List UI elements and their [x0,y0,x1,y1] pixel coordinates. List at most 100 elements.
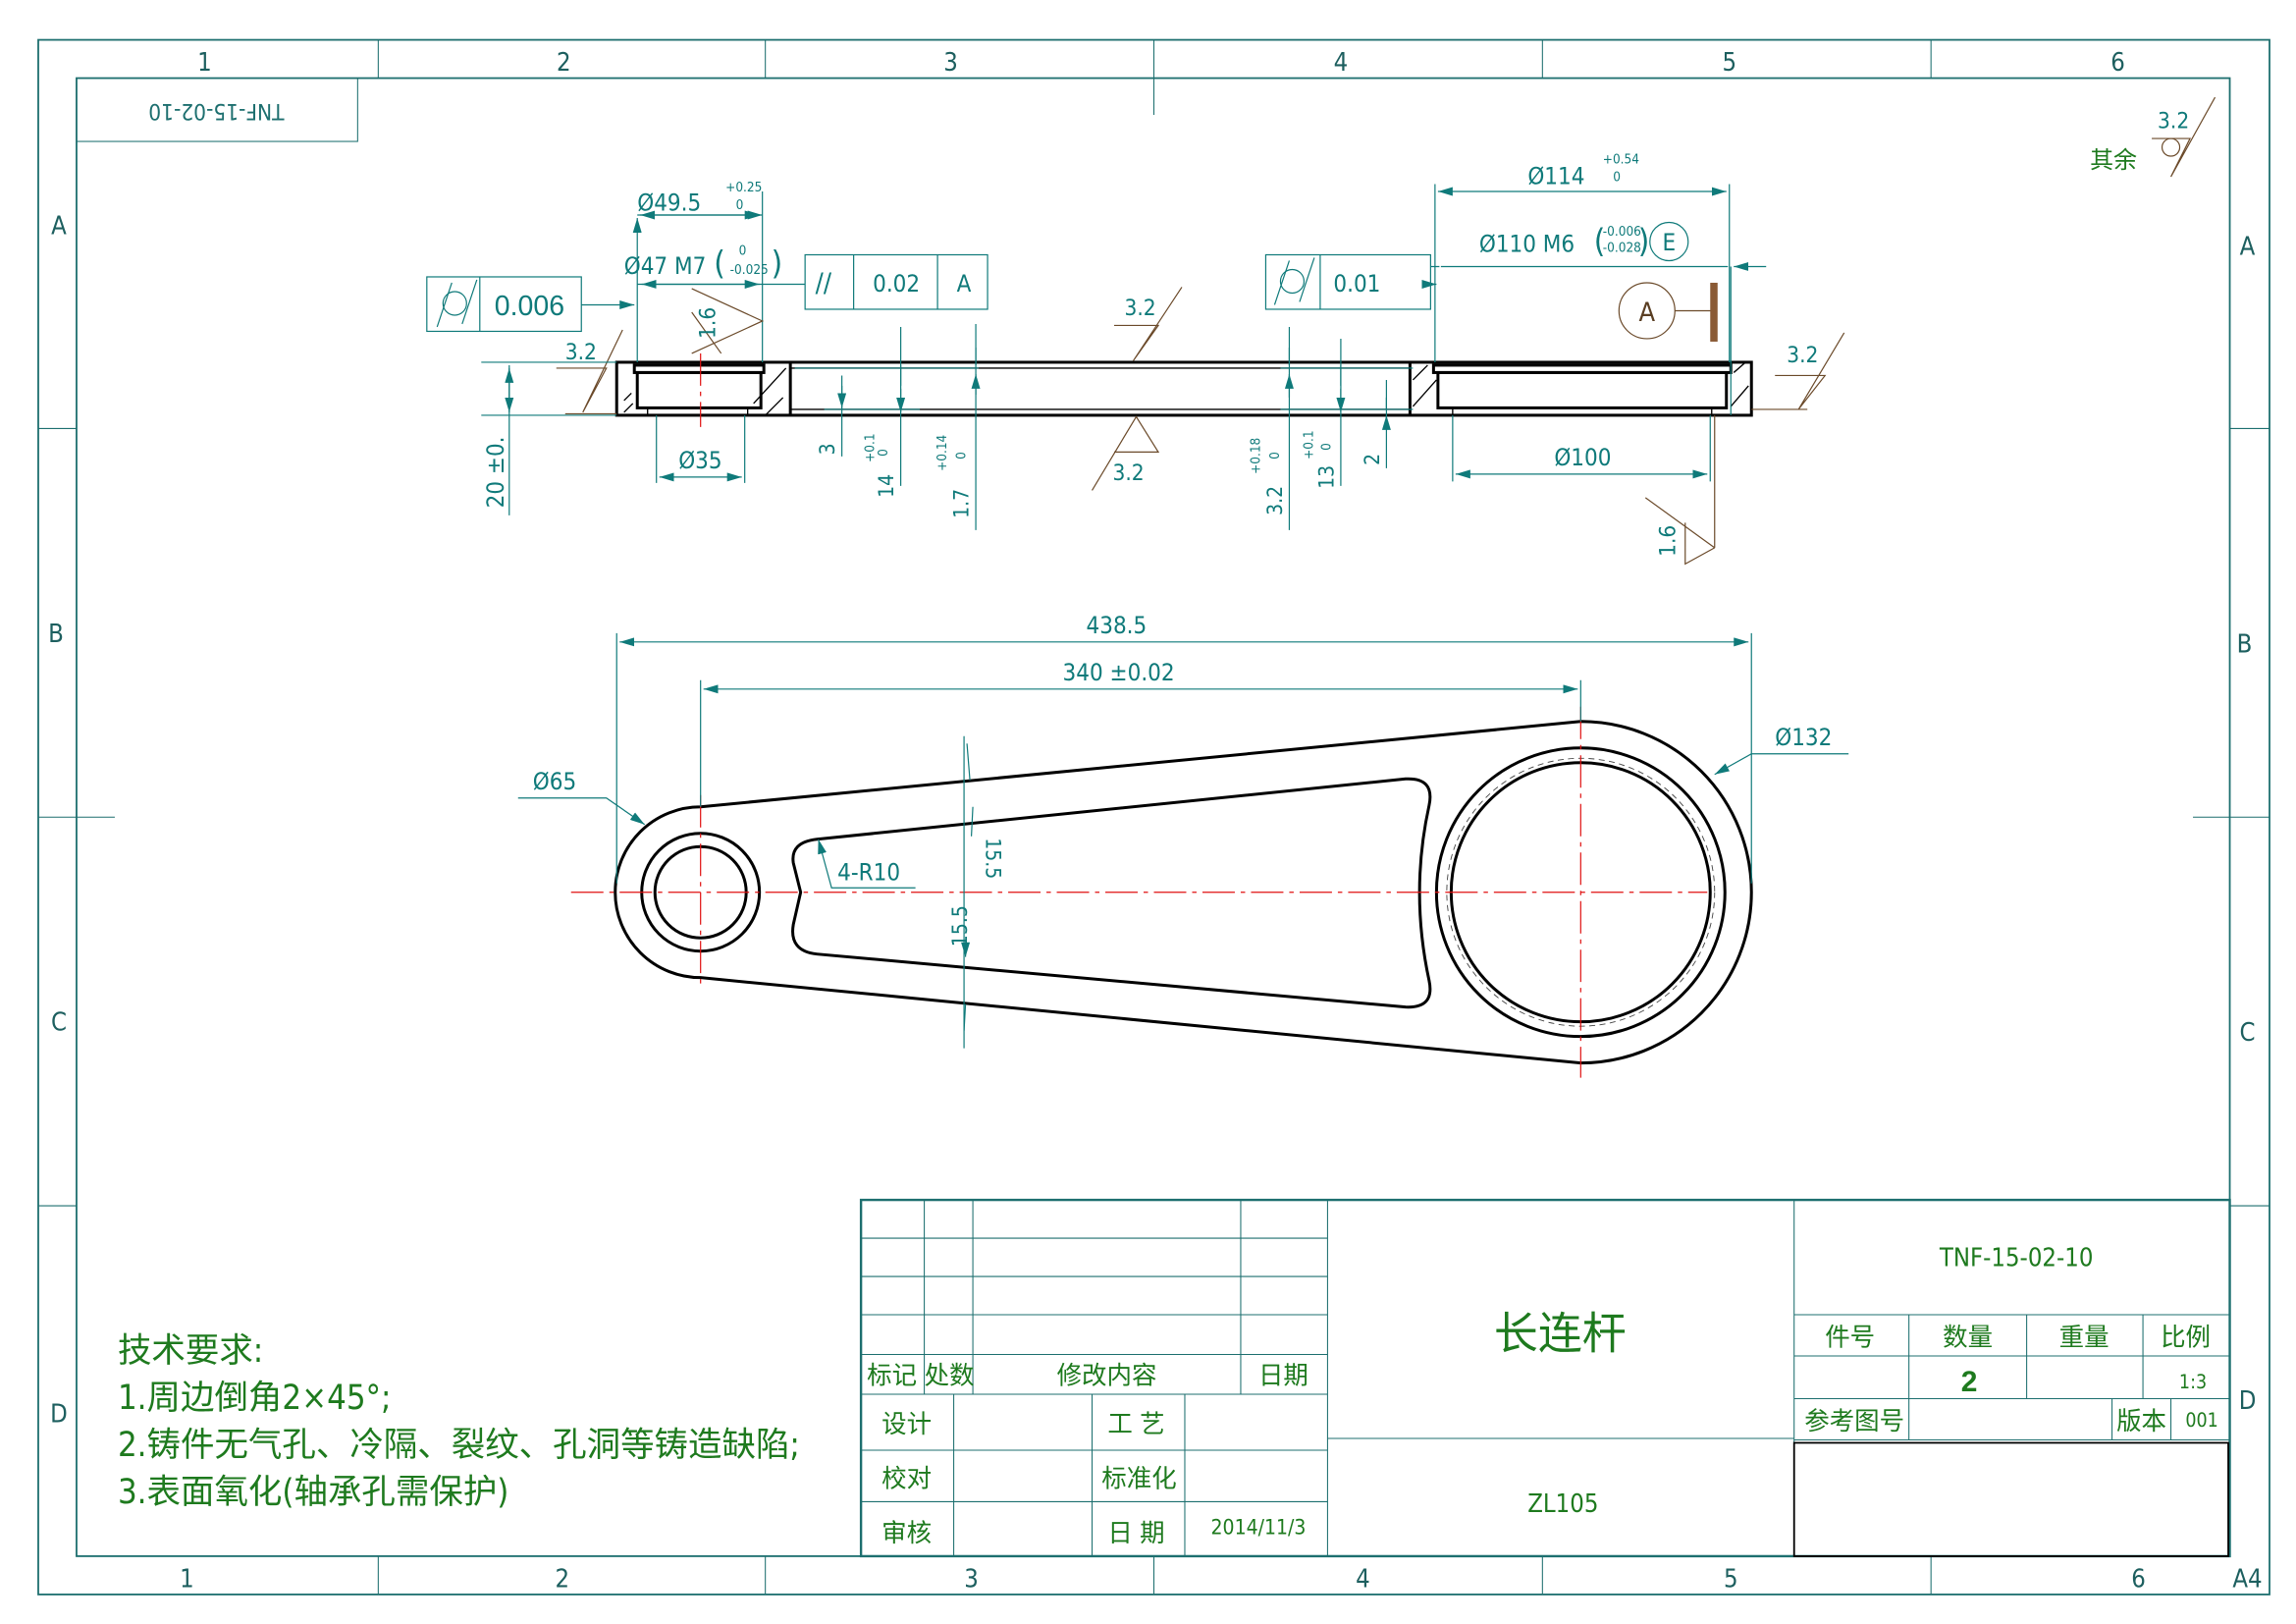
zone-row-b-right: B [2237,629,2253,659]
dim-d49-lower: 0 [736,197,744,213]
dim-d100: Ø100 [1554,444,1611,471]
dim-d65: Ø65 [533,768,576,795]
fcf-parallelism: // 0.02 A [804,253,988,310]
header-part-no: 件号 [1825,1324,1875,1353]
label-date: 日 期 [1107,1519,1164,1548]
dim-d47: Ø47 M7 [624,252,707,280]
dim-d132: Ø132 [1775,724,1832,751]
dim-d35: Ø35 [678,447,721,474]
zone-row-a-right: A [2240,232,2256,261]
rev-header-mark: 标记 [867,1362,917,1391]
fcf-left-value: 0.006 [495,291,564,322]
roughness-symbol [1092,415,1160,491]
header-weight: 重量 [2059,1324,2109,1353]
dim-v13-lower: 0 [1318,443,1334,451]
material: ZL105 [1527,1489,1598,1519]
dim-d114-lower: 0 [1613,170,1621,186]
dim-v32: 3.2 [1263,486,1287,515]
dim-v3: 3 [816,443,839,455]
zone-row-a: A [51,212,67,242]
dim-v14-lower: 0 [876,449,891,457]
zone-row-c: C [51,1008,67,1038]
zone-row-d-right: D [2239,1386,2257,1416]
dim-v17: 1.7 [950,489,974,518]
dim-d110-lower: -0.028 [1603,240,1641,255]
dim-v14: 14 [875,474,898,498]
roughness-symbol [1114,287,1183,361]
dim-d49-upper: +0.25 [725,180,762,195]
section-view: Ø49.5 +0.25 0 Ø47 M7 ( 0 -0.025 ) 0.006 … [426,152,1845,566]
dim-d114: Ø114 [1527,163,1584,190]
plan-view: 438.5 340 ±0.02 Ø132 Ø65 4-R10 15.5 15.5 [517,612,1849,1078]
fcf-mid-symbol: // [816,268,832,298]
roughness-other-value: 3.2 [2158,109,2189,135]
zone-col-1-bottom: 1 [180,1564,194,1594]
fcf-cylindricity-left: 0.006 [426,276,582,333]
dim-overall-length: 438.5 [1087,612,1148,639]
dim-v17-lower: 0 [954,452,970,460]
dim-center-distance: 340 ±0.02 [1063,659,1175,686]
fcf-right-value: 0.01 [1333,270,1380,298]
drawing-number: TNF-15-02-10 [1939,1244,2094,1273]
zone-col-6: 6 [2110,48,2125,78]
dim-v32-upper: +0.18 [1248,438,1263,474]
zone-col-5: 5 [1722,48,1736,78]
roughness-3-2-left: 3.2 [565,340,597,365]
label-standard: 标准化 [1101,1464,1176,1493]
part-name: 长连杆 [1494,1308,1627,1360]
dim-web-bottom: 15.5 [948,905,972,947]
mirrored-drawing-code: TNF-15-02-10 [148,98,285,124]
dim-d47-lower: -0.025 [730,262,769,278]
zone-col-4-bottom: 4 [1356,1564,1370,1594]
label-design: 设计 [881,1410,932,1439]
dim-v13-upper: +0.1 [1301,430,1316,459]
envelope-symbol: E [1662,229,1676,256]
datum-label: A [1638,298,1655,328]
dim-d49: Ø49.5 [637,189,701,217]
dim-v32-lower: 0 [1267,452,1283,460]
paren: ( [714,244,725,282]
roughness-symbol [556,329,623,415]
dim-radius: 4-R10 [837,859,900,887]
mirrored-code-box [76,78,358,142]
roughness-3-2-bottom: 3.2 [1113,460,1145,486]
fcf-mid-datum: A [957,270,972,298]
version-value: 001 [2185,1409,2217,1432]
roughness-other-label: 其余 [2090,146,2137,174]
drawing-date: 2014/11/3 [1211,1515,1307,1539]
dim-d110: Ø110 M6 [1479,230,1575,257]
sheet-size: A4 [2232,1564,2262,1594]
technical-requirements: 技术要求: 1.周边倒角2×45°; 2.铸件无气孔、冷隔、裂纹、孔洞等铸造缺陷… [118,1331,800,1512]
label-approve: 审核 [881,1519,932,1548]
label-check: 校对 [881,1464,932,1493]
dim-thickness: 20 ±0. [482,436,509,508]
roughness-1-6-right: 1.6 [1655,525,1681,557]
zone-row-b: B [48,620,64,649]
paren: ) [772,244,783,282]
dim-d110-upper: -0.006 [1603,224,1641,240]
roughness-1-6-left: 1.6 [696,307,721,339]
roughness-3-2-top: 3.2 [1125,296,1156,321]
zone-row-d: D [50,1399,68,1429]
zone-col-3-bottom: 3 [964,1564,979,1594]
rev-header-content: 修改内容 [1057,1362,1157,1391]
roughness-other-symbol: 其余 3.2 [2090,96,2216,178]
zone-col-5-bottom: 5 [1724,1564,1738,1594]
dim-d47-upper: 0 [739,243,747,258]
roughness-symbol [1751,332,1845,410]
quantity-value: 2 [1961,1366,1978,1398]
paren: ( [1594,221,1606,259]
rev-header-date: 日期 [1258,1362,1308,1391]
label-process: 工 艺 [1107,1410,1164,1439]
dim-v17-upper: +0.14 [934,434,950,470]
dim-d114-upper: +0.54 [1603,152,1639,168]
dim-v14-upper: +0.1 [863,433,879,461]
tech-req-item: 1.周边倒角2×45°; [118,1379,392,1418]
title-block: 标记 处数 修改内容 日期 设计 工 艺 校对 标准化 审核 日 期 2014/… [859,1198,2231,1558]
header-quantity: 数量 [1943,1324,1993,1353]
dim-web-top: 15.5 [982,838,1005,879]
tech-req-item: 2.铸件无气孔、冷隔、裂纹、孔洞等铸造缺陷; [118,1426,800,1465]
label-ref-drawing: 参考图号 [1804,1407,1904,1436]
zone-col-2-bottom: 2 [555,1564,569,1594]
